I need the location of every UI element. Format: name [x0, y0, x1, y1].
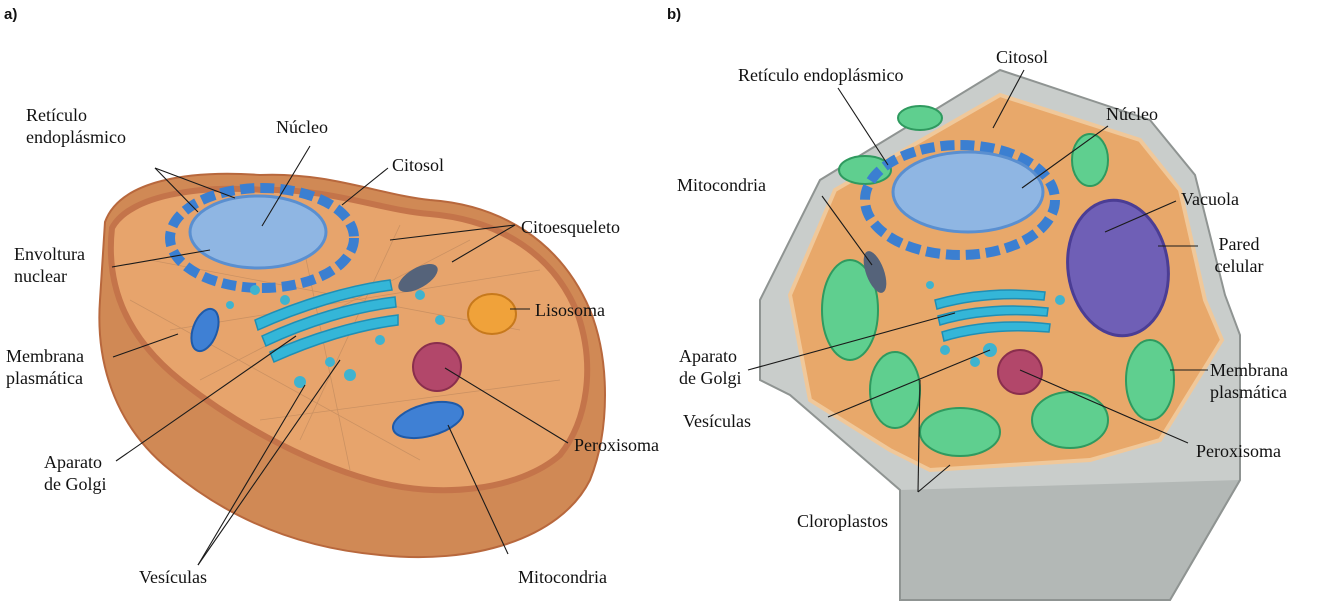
label-pared-b-line2: celular	[1200, 255, 1278, 277]
label-mitocondria-b: Mitocondria	[677, 174, 766, 196]
label-reticulo-a-line2: endoplásmico	[26, 126, 126, 148]
label-aparato-b-line1: Aparato	[679, 345, 742, 367]
animal-lysosome	[468, 294, 516, 334]
label-pared-b: Pared celular	[1200, 233, 1278, 277]
label-membrana-b-line1: Membrana	[1210, 359, 1288, 381]
label-aparato-a-line2: de Golgi	[44, 473, 107, 495]
label-mitocondria-a: Mitocondria	[518, 566, 607, 588]
label-lisosoma-a: Lisosoma	[535, 299, 605, 321]
panel-letter-b: b)	[667, 6, 681, 23]
label-aparato-b-line2: de Golgi	[679, 367, 742, 389]
label-citoesqueleto-a: Citoesqueleto	[521, 216, 620, 238]
label-membrana-a: Membrana plasmática	[6, 345, 84, 389]
label-membrana-a-line1: Membrana	[6, 345, 84, 367]
panel-letter-a: a)	[4, 6, 17, 23]
plant-nucleus	[893, 152, 1043, 232]
plant-peroxisome	[998, 350, 1042, 394]
label-membrana-b: Membrana plasmática	[1210, 359, 1288, 403]
label-pared-b-line1: Pared	[1200, 233, 1278, 255]
label-citosol-a: Citosol	[392, 154, 444, 176]
animal-nucleus	[190, 196, 326, 268]
label-vacuola-b: Vacuola	[1181, 188, 1239, 210]
label-aparato-b: Aparato de Golgi	[679, 345, 742, 389]
plant-cell-wall-side	[900, 480, 1240, 600]
label-citosol-b: Citosol	[996, 46, 1048, 68]
label-nucleo-a: Núcleo	[276, 116, 328, 138]
label-envoltura-a-line2: nuclear	[14, 265, 85, 287]
label-envoltura-a-line1: Envoltura	[14, 243, 85, 265]
label-aparato-a-line1: Aparato	[44, 451, 107, 473]
label-reticulo-a: Retículo endoplásmico	[26, 104, 126, 148]
label-membrana-a-line2: plasmática	[6, 367, 84, 389]
label-peroxisoma-a: Peroxisoma	[574, 434, 659, 456]
label-envoltura-a: Envoltura nuclear	[14, 243, 85, 287]
label-membrana-b-line2: plasmática	[1210, 381, 1288, 403]
label-cloroplastos-b: Cloroplastos	[797, 510, 888, 532]
label-aparato-a: Aparato de Golgi	[44, 451, 107, 495]
animal-peroxisome	[413, 343, 461, 391]
label-nucleo-b: Núcleo	[1106, 103, 1158, 125]
label-vesiculas-a: Vesículas	[139, 566, 207, 588]
label-vesiculas-b: Vesículas	[683, 410, 751, 432]
label-peroxisoma-b: Peroxisoma	[1196, 440, 1281, 462]
label-reticulo-b: Retículo endoplásmico	[738, 64, 903, 86]
label-reticulo-a-line1: Retículo	[26, 104, 126, 126]
